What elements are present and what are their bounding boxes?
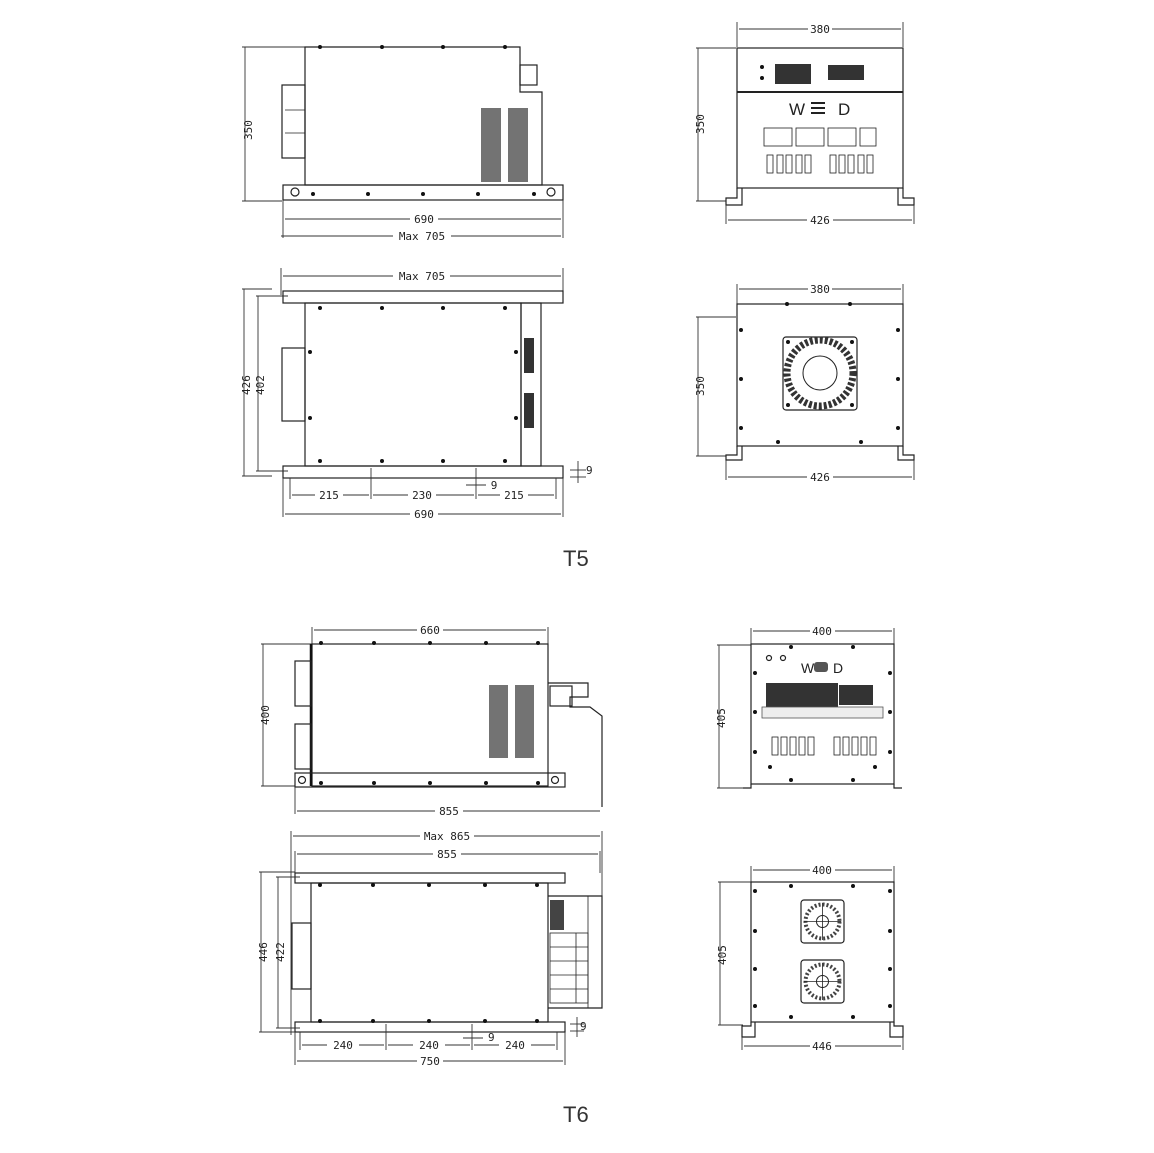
t5-top-inner-width-dim: 402 [254, 375, 267, 395]
t6-side-top-length-dim: 660 [420, 624, 440, 637]
t6-rear-base-dim: 446 [812, 1040, 832, 1053]
t5-side-height-dim: 350 [242, 120, 255, 140]
t5-top-view: Max 705 426 402 215 230 215 9 9 690 [240, 268, 593, 521]
t6-top-max-length-dim: Max 865 [424, 830, 470, 843]
t6-front-height-dim: 405 [715, 708, 728, 728]
model-label-t6: T6 [563, 1102, 589, 1127]
svg-text:D: D [838, 100, 850, 119]
t5-top-slot-a-dim: 215 [319, 489, 339, 502]
t5-rear-height-dim: 350 [694, 376, 707, 396]
t5-top-slot-c-dim: 215 [504, 489, 524, 502]
t6-top-outer-width-dim: 446 [257, 942, 270, 962]
t6-side-total-length-dim: 855 [439, 805, 459, 818]
t6-side-view: 660 400 855 [259, 624, 603, 818]
t6-top-slot-c-dim: 240 [505, 1039, 525, 1052]
svg-text:W: W [801, 660, 815, 676]
t6-rear-width-dim: 400 [812, 864, 832, 877]
svg-text:D: D [833, 660, 843, 676]
terminal-block-icon [775, 64, 864, 84]
model-label-t5: T5 [563, 546, 589, 571]
t6-top-slot-width-dim: 9 [488, 1031, 495, 1044]
t6-top-total-length-dim: 750 [420, 1055, 440, 1068]
t6-top-slot-a-dim: 240 [333, 1039, 353, 1052]
vent-grill-icon [481, 108, 528, 182]
t5-side-view: 350 690 Max 705 [242, 45, 564, 243]
t5-top-total-length-dim: 690 [414, 508, 434, 521]
t5-rear-base-dim: 426 [810, 471, 830, 484]
t5-top-slot-width-dim: 9 [491, 479, 498, 492]
vent-grill-icon [489, 685, 534, 758]
t5-side-max-length-dim: Max 705 [399, 230, 445, 243]
t6-top-view: Max 865 855 446 422 240 240 240 9 9 750 [257, 830, 603, 1068]
t5-front-base-dim: 426 [810, 214, 830, 227]
brand-logo: W D [789, 100, 850, 119]
t6-rear-view: 400 405 446 [716, 864, 904, 1053]
t5-rear-width-dim: 380 [810, 283, 830, 296]
t5-front-width-dim: 380 [810, 23, 830, 36]
t6-front-width-dim: 400 [812, 625, 832, 638]
terminal-block-icon [761, 683, 884, 719]
t6-side-height-dim: 400 [259, 705, 272, 725]
t5-side-length-dim: 690 [414, 213, 434, 226]
t6-top-hole-offset-dim: 9 [580, 1020, 587, 1033]
fan-icon [800, 959, 845, 1004]
svg-text:W: W [789, 100, 805, 119]
t5-top-outer-width-dim: 426 [240, 375, 253, 395]
t5-rear-view: 380 350 426 [694, 283, 915, 484]
t6-top-inner-width-dim: 422 [274, 942, 287, 962]
t5-front-view: 380 350 W D 426 [694, 22, 915, 227]
t6-top-slot-b-dim: 240 [419, 1039, 439, 1052]
fan-icon [800, 899, 845, 944]
t5-top-max-length-dim: Max 705 [399, 270, 445, 283]
t6-front-view: 400 405 W D [715, 625, 902, 789]
t5-top-hole-offset-dim: 9 [586, 464, 593, 477]
t5-front-height-dim: 350 [694, 114, 707, 134]
t6-top-length-dim: 855 [437, 848, 457, 861]
t5-top-slot-b-dim: 230 [412, 489, 432, 502]
brand-logo: W D [801, 660, 843, 676]
fan-icon [782, 336, 858, 411]
t6-rear-height-dim: 405 [716, 945, 729, 965]
